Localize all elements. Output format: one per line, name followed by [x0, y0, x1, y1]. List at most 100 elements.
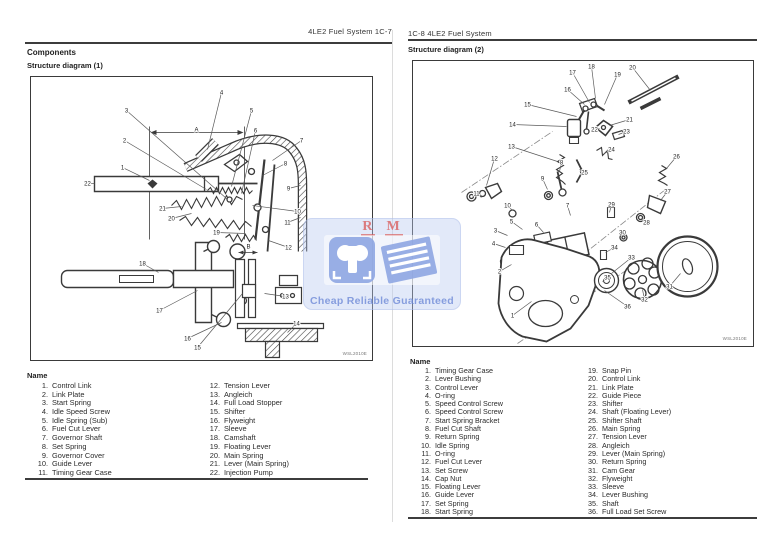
part-label: Lever (Main Spring) [224, 459, 289, 469]
parts-list-item: 1. Control Link [33, 381, 112, 390]
parts-list-item: 16. Flyweight [205, 416, 289, 425]
svg-text:7: 7 [300, 139, 304, 145]
svg-text:16: 16 [184, 337, 191, 343]
part-number: 7. [425, 415, 431, 425]
parts-list-item: 11. O-ring [416, 448, 503, 458]
svg-text:15: 15 [524, 103, 531, 109]
part-number: 4. [41, 407, 48, 417]
part-number: 17. [421, 498, 431, 508]
part-number: 2. [425, 374, 431, 384]
part-number: 6. [425, 407, 431, 417]
parts-list-item: 25. Shifter Shaft [583, 416, 671, 425]
part-number: 9. [425, 432, 431, 442]
part-number: 8. [425, 424, 431, 434]
part-label: Shifter [224, 407, 246, 417]
part-label: Timing Gear Case [52, 467, 112, 477]
svg-text:19: 19 [614, 73, 621, 79]
part-number: 29. [588, 448, 598, 458]
part-number: 27. [588, 432, 598, 442]
parts-list-item: 7. Start Spring Bracket [416, 415, 503, 425]
part-label: Return Spring [435, 432, 480, 442]
part-number: 4. [425, 390, 431, 400]
svg-text:4: 4 [492, 242, 496, 248]
part-number: 14. [421, 473, 431, 483]
left-diagram-title: Structure diagram (1) [27, 61, 103, 70]
parts-list-item: 1. Timing Gear Case [416, 366, 503, 375]
part-label: Guide Lever [52, 459, 93, 469]
parts-list-item: 30. Return Spring [583, 457, 671, 467]
part-number: 21. [588, 382, 598, 392]
part-label: O-ring [435, 448, 455, 458]
svg-text:34: 34 [611, 246, 618, 252]
parts-list-item: 15. Shifter [205, 407, 289, 416]
diagram2-code: WSL2010E [722, 336, 747, 341]
part-label: Cap Nut [435, 473, 462, 483]
left-list-title: Name [27, 371, 48, 380]
svg-text:30: 30 [619, 231, 626, 237]
part-label: Camshaft [224, 433, 256, 443]
svg-text:22: 22 [591, 128, 598, 134]
svg-text:21: 21 [626, 118, 633, 124]
svg-text:8: 8 [284, 162, 288, 168]
svg-text:1: 1 [511, 314, 515, 320]
parts-list-item: 14. Cap Nut [416, 473, 503, 483]
part-label: Full Load Stopper [224, 398, 283, 408]
parts-list-item: 2. Link Plate [33, 390, 112, 399]
svg-text:6: 6 [254, 129, 258, 135]
svg-text:25: 25 [581, 171, 588, 177]
part-number: 5. [41, 415, 48, 425]
svg-text:32: 32 [641, 298, 648, 304]
part-number: 20. [209, 450, 220, 460]
svg-text:26: 26 [673, 155, 680, 161]
svg-text:18: 18 [588, 65, 595, 71]
part-label: Link Plate [52, 389, 85, 399]
parts-list-item: 5. Speed Control Screw [416, 399, 503, 408]
part-number: 35. [588, 498, 598, 508]
svg-text:17: 17 [569, 71, 576, 77]
parts-list-item: 17. Sleeve [205, 424, 289, 433]
svg-text:17: 17 [156, 309, 163, 315]
part-label: Idle Speed Screw [52, 407, 110, 417]
part-label: Return Spring [602, 457, 647, 467]
svg-text:B: B [246, 245, 250, 251]
part-number: 28. [588, 440, 598, 450]
exploded-line-art [462, 77, 718, 344]
parts-list-item: 17. Set Spring [416, 498, 503, 508]
part-number: 19. [209, 441, 220, 451]
part-number: 13. [421, 465, 431, 475]
part-label: Start Spring [52, 398, 92, 408]
right-diagram-title: Structure diagram (2) [408, 45, 484, 54]
parts-list-item: 16. Guide Lever [416, 490, 503, 499]
parts-list-item: 20. Main Spring [205, 451, 289, 460]
part-label: Guide Piece [602, 390, 642, 400]
part-label: Floating Lever [435, 482, 481, 492]
left-header-rule [25, 42, 392, 44]
part-label: Speed Control Screw [435, 407, 503, 417]
part-label: Shaft (Floating Lever) [602, 407, 672, 417]
svg-text:22: 22 [84, 182, 91, 188]
svg-text:6: 6 [535, 223, 539, 229]
svg-text:7: 7 [566, 204, 570, 210]
svg-text:12: 12 [491, 157, 498, 163]
part-label: Flyweight [602, 473, 633, 483]
part-number: 12. [209, 381, 220, 390]
left-parts-col1: 1. Control Link 2. Link Plate 3. Start S… [33, 381, 112, 477]
parts-list-item: 35. Shaft [583, 498, 671, 508]
part-number: 11. [421, 448, 431, 458]
part-number: 22. [209, 467, 220, 477]
part-number: 22. [588, 390, 598, 400]
parts-list-item: 8. Set Spring [33, 442, 112, 451]
right-parts-col2: 19. Snap Pin 20. Control Link 21. Link P… [583, 366, 672, 516]
parts-list-item: 21. Link Plate [583, 382, 671, 392]
svg-text:31: 31 [666, 285, 673, 291]
part-label: Governor Cover [52, 450, 105, 460]
part-label: Lever (Main Spring) [602, 448, 666, 458]
part-label: Set Screw [435, 465, 468, 475]
svg-text:36: 36 [624, 305, 631, 311]
svg-text:13: 13 [508, 145, 515, 151]
parts-list-item: 22. Injection Pump [205, 468, 289, 477]
part-label: Shifter [602, 399, 623, 409]
